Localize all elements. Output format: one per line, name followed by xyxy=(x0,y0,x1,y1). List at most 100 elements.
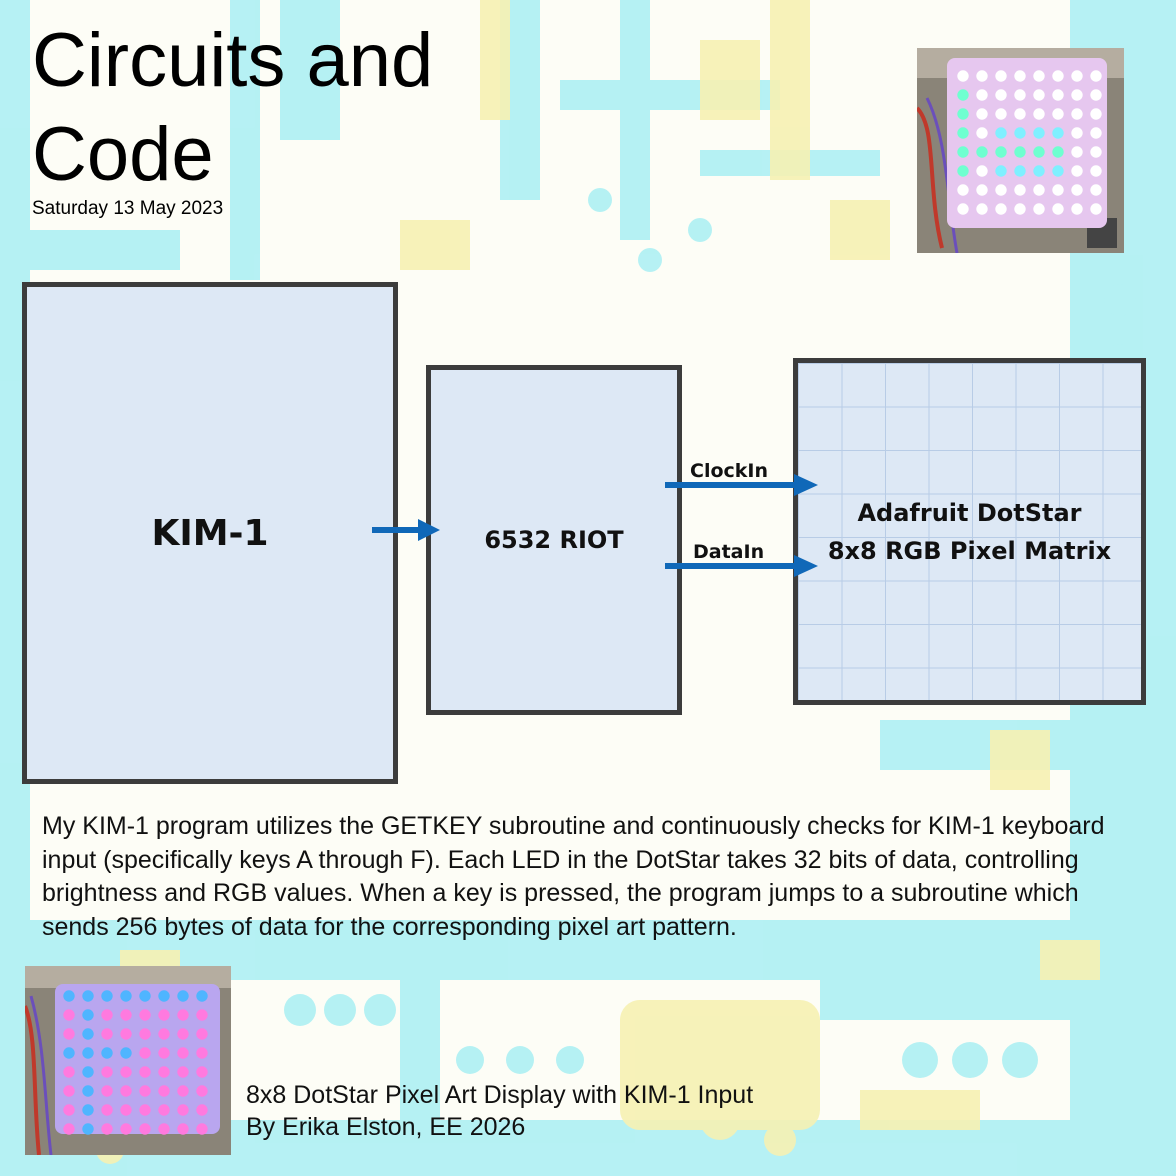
led-dot xyxy=(120,1123,132,1135)
led-dot xyxy=(1033,184,1045,196)
led-dot xyxy=(995,108,1007,120)
led-dot xyxy=(120,1104,132,1116)
led-dot xyxy=(82,1104,94,1116)
led-dot xyxy=(139,1123,151,1135)
led-dot xyxy=(101,1066,113,1078)
led-dot xyxy=(120,1085,132,1097)
led-matrix-photo-top-image xyxy=(917,48,1124,253)
led-dot xyxy=(957,127,969,139)
led-dot xyxy=(976,108,988,120)
led-dot xyxy=(82,1028,94,1040)
kim-1-block: KIM-1 xyxy=(22,282,398,784)
led-dot xyxy=(63,1028,75,1040)
datain-label: DataIn xyxy=(693,541,765,563)
led-dot xyxy=(1052,89,1064,101)
led-dot xyxy=(196,990,208,1002)
led-dot xyxy=(158,1047,170,1059)
led-dot xyxy=(1052,184,1064,196)
led-dot xyxy=(177,1028,189,1040)
led-dot xyxy=(101,1028,113,1040)
led-dot xyxy=(1033,146,1045,158)
led-dot xyxy=(196,1085,208,1097)
dotstar-matrix-block: Adafruit DotStar 8x8 RGB Pixel Matrix xyxy=(793,358,1146,705)
title-line-1: Circuits and xyxy=(32,18,434,103)
clockin-label: ClockIn xyxy=(690,460,769,482)
led-dot xyxy=(158,1028,170,1040)
title-line-2: Code xyxy=(32,112,214,197)
kim-1-label: KIM-1 xyxy=(151,512,269,554)
led-dot xyxy=(1052,165,1064,177)
led-dot xyxy=(63,990,75,1002)
caption-title: 8x8 DotStar Pixel Art Display with KIM-1… xyxy=(246,1081,754,1109)
led-dot xyxy=(1014,108,1026,120)
led-dot xyxy=(82,1066,94,1078)
led-dot xyxy=(139,1104,151,1116)
led-dot xyxy=(177,1104,189,1116)
page-title: Circuits and Code xyxy=(32,14,552,202)
led-dot xyxy=(120,1028,132,1040)
led-dot xyxy=(177,1085,189,1097)
led-dot xyxy=(1052,203,1064,215)
led-dot xyxy=(82,990,94,1002)
led-dot xyxy=(177,990,189,1002)
led-dot xyxy=(1090,203,1102,215)
led-dot xyxy=(101,990,113,1002)
led-dot xyxy=(1014,146,1026,158)
led-dot xyxy=(139,1085,151,1097)
led-dot xyxy=(1071,127,1083,139)
led-dot xyxy=(158,1066,170,1078)
led-dot xyxy=(63,1123,75,1135)
led-dot xyxy=(82,1047,94,1059)
led-dot xyxy=(995,127,1007,139)
led-dot xyxy=(1033,203,1045,215)
led-dot xyxy=(1090,165,1102,177)
matrix-label-line-2: 8x8 RGB Pixel Matrix xyxy=(827,536,1112,565)
led-dot xyxy=(101,1104,113,1116)
led-dot xyxy=(976,89,988,101)
led-dot xyxy=(957,70,969,82)
led-dot xyxy=(196,1123,208,1135)
led-dot xyxy=(120,1009,132,1021)
led-dot xyxy=(120,1066,132,1078)
led-dot xyxy=(82,1085,94,1097)
led-dot xyxy=(196,1066,208,1078)
led-dot xyxy=(63,1085,75,1097)
led-dot xyxy=(1014,70,1026,82)
led-dot xyxy=(1014,127,1026,139)
led-dot xyxy=(63,1104,75,1116)
led-dot xyxy=(957,108,969,120)
led-dot xyxy=(139,1009,151,1021)
led-dot xyxy=(139,1028,151,1040)
led-dot xyxy=(139,1066,151,1078)
led-dot xyxy=(177,1123,189,1135)
led-dot xyxy=(995,184,1007,196)
matrix-label-line-1: Adafruit DotStar xyxy=(857,498,1082,527)
led-dot xyxy=(995,203,1007,215)
led-dot xyxy=(158,1085,170,1097)
led-dot xyxy=(139,1047,151,1059)
led-dot xyxy=(1090,184,1102,196)
led-dot xyxy=(1090,108,1102,120)
led-dot xyxy=(1014,89,1026,101)
led-dot xyxy=(957,165,969,177)
led-dot xyxy=(1071,89,1083,101)
led-dot xyxy=(1052,146,1064,158)
led-dot xyxy=(196,1047,208,1059)
riot-6532-block: 6532 RIOT xyxy=(426,365,682,715)
led-dot xyxy=(1071,146,1083,158)
led-dot xyxy=(82,1009,94,1021)
led-dot xyxy=(957,184,969,196)
led-dot xyxy=(1014,203,1026,215)
led-dot xyxy=(976,70,988,82)
page-date: Saturday 13 May 2023 xyxy=(32,198,224,219)
riot-label: 6532 RIOT xyxy=(484,526,624,554)
led-dot xyxy=(1014,165,1026,177)
led-dot xyxy=(976,184,988,196)
led-dot xyxy=(101,1009,113,1021)
led-dot xyxy=(957,203,969,215)
led-dot xyxy=(1090,70,1102,82)
led-dot xyxy=(177,1066,189,1078)
led-dot xyxy=(158,990,170,1002)
led-dot xyxy=(63,1066,75,1078)
led-dot xyxy=(1033,108,1045,120)
